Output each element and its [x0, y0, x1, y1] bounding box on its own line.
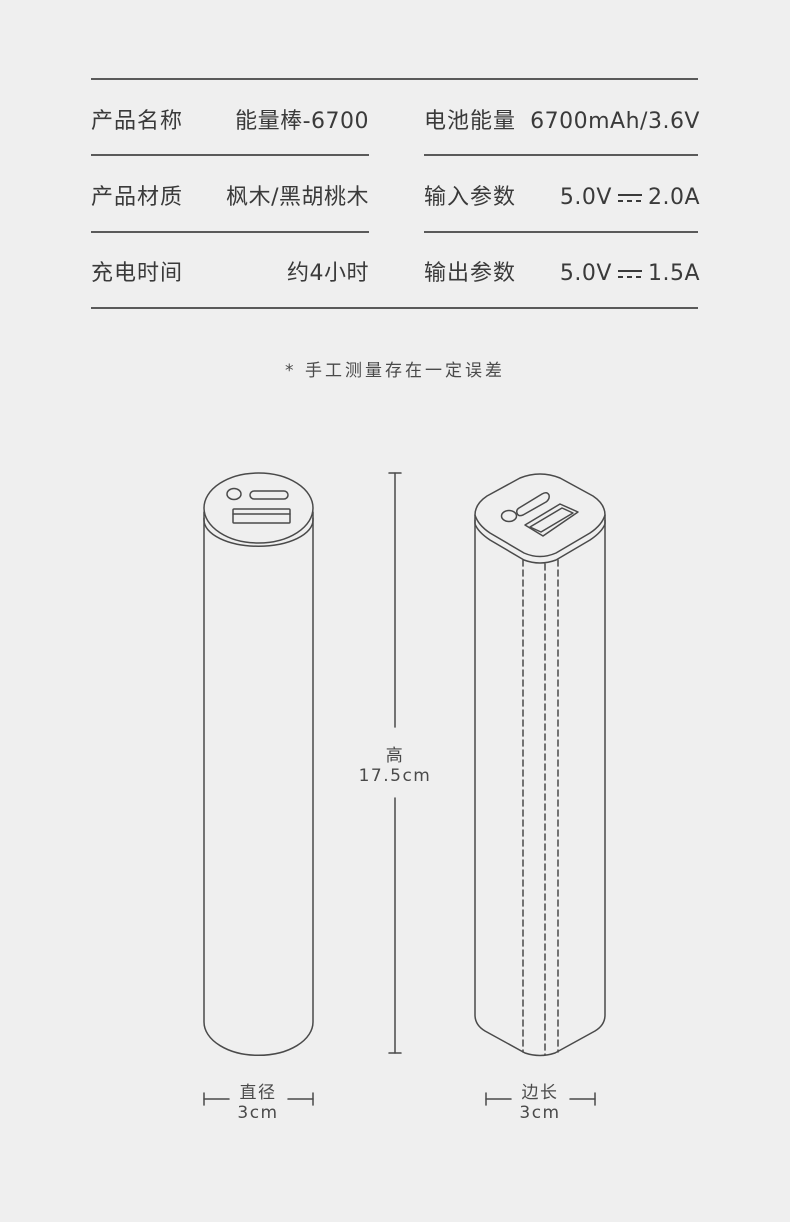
cylinder-top-face: [203, 472, 314, 544]
spec-value-material: 枫木/黑胡桃木: [226, 185, 369, 210]
usb-a-port-icon: [524, 503, 579, 537]
measurement-note: * 手工测量存在一定误差: [285, 361, 505, 381]
height-label: 高 17.5cm: [345, 746, 445, 786]
cylinder-body: [203, 517, 314, 1057]
height-label-value: 17.5cm: [358, 766, 432, 786]
diameter-label: 直径 3cm: [218, 1083, 298, 1123]
diameter-label-value: 3cm: [237, 1103, 279, 1123]
spec-value-output: 5.0V 1.5A: [560, 259, 700, 289]
spec-label-battery-energy: 电池能量: [424, 109, 517, 134]
usb-a-port-icon: [232, 508, 291, 524]
cylinder-top-rim: [203, 511, 314, 547]
side-label: 边长 3cm: [500, 1083, 580, 1123]
spec-label-material: 产品材质: [91, 185, 184, 210]
diameter-dimension: [203, 1092, 314, 1106]
prism-drawing: [474, 473, 606, 1057]
spec-value-charge-time: 约4小时: [287, 261, 369, 286]
dc-symbol-icon: [617, 267, 642, 281]
side-label-name: 边长: [521, 1083, 559, 1103]
spec-label-input: 输入参数: [424, 185, 517, 210]
height-dimension: [388, 472, 402, 1054]
side-dimension: [485, 1092, 596, 1106]
round-button-icon: [500, 509, 518, 523]
height-label-name: 高: [385, 746, 405, 766]
cylinder-drawing: [203, 472, 314, 1057]
table-top-rule: [91, 78, 698, 80]
prism-top-rim: [474, 514, 606, 564]
usb-c-port-icon: [249, 490, 289, 500]
diameter-label-name: 直径: [239, 1083, 277, 1103]
spec-label-charge-time: 充电时间: [91, 261, 184, 286]
side-label-value: 3cm: [519, 1103, 561, 1123]
row-divider-right-1: [424, 154, 698, 156]
table-bottom-rule: [91, 307, 698, 309]
prism-top-face: [474, 473, 606, 558]
prism-body: [474, 519, 606, 1057]
input-voltage: 5.0V: [559, 185, 612, 210]
row-divider-left-1: [91, 154, 369, 156]
row-divider-left-2: [91, 231, 369, 233]
spec-value-battery-energy: 6700mAh/3.6V: [530, 109, 700, 134]
dc-symbol-icon: [617, 191, 642, 205]
round-button-icon: [226, 487, 242, 501]
spec-label-output: 输出参数: [424, 261, 517, 286]
output-current: 1.5A: [647, 261, 700, 286]
spec-label-product-name: 产品名称: [91, 109, 184, 134]
output-voltage: 5.0V: [559, 261, 612, 286]
input-current: 2.0A: [647, 185, 700, 210]
spec-value-product-name: 能量棒-6700: [235, 109, 369, 134]
row-divider-right-2: [424, 231, 698, 233]
spec-value-input: 5.0V 2.0A: [560, 183, 700, 213]
usb-c-port-icon: [516, 491, 550, 517]
